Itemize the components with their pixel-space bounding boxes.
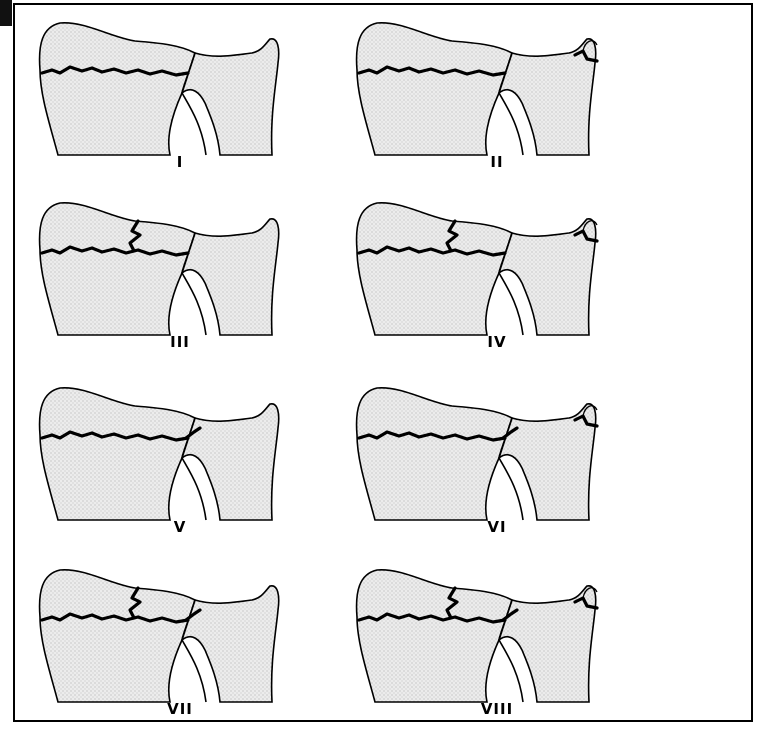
panel-i: I (40, 23, 279, 171)
ulna-bone (499, 219, 596, 335)
panel-viii: VIII (357, 570, 597, 718)
panel-v: V (40, 388, 279, 536)
panel-label: IV (487, 333, 506, 351)
radius-bone (40, 203, 195, 335)
panel-label: V (174, 518, 187, 536)
panel-label: VII (167, 700, 193, 718)
panel-iii: III (40, 203, 279, 351)
panel-label: III (170, 333, 190, 351)
radius-bone (357, 388, 512, 520)
panel-label: VIII (481, 700, 513, 718)
ulna-bone (182, 219, 279, 335)
panel-label: VI (487, 518, 506, 536)
radius-bone (357, 203, 512, 335)
radius-bone (40, 23, 195, 155)
panel-label: I (177, 153, 184, 171)
radius-bone (40, 388, 195, 520)
panel-iv: IV (357, 203, 597, 351)
ulna-bone (499, 404, 596, 520)
ulna-bone (182, 586, 279, 702)
panel-label: II (490, 153, 503, 171)
radius-bone (357, 570, 512, 702)
panel-ii: II (357, 23, 597, 171)
panel-vii: VII (40, 570, 279, 718)
ulna-bone (499, 39, 596, 155)
ulna-bone (182, 404, 279, 520)
radius-bone (357, 23, 512, 155)
ulna-bone (182, 39, 279, 155)
panel-vi: VI (357, 388, 597, 536)
radius-bone (40, 570, 195, 702)
ulna-bone (499, 586, 596, 702)
